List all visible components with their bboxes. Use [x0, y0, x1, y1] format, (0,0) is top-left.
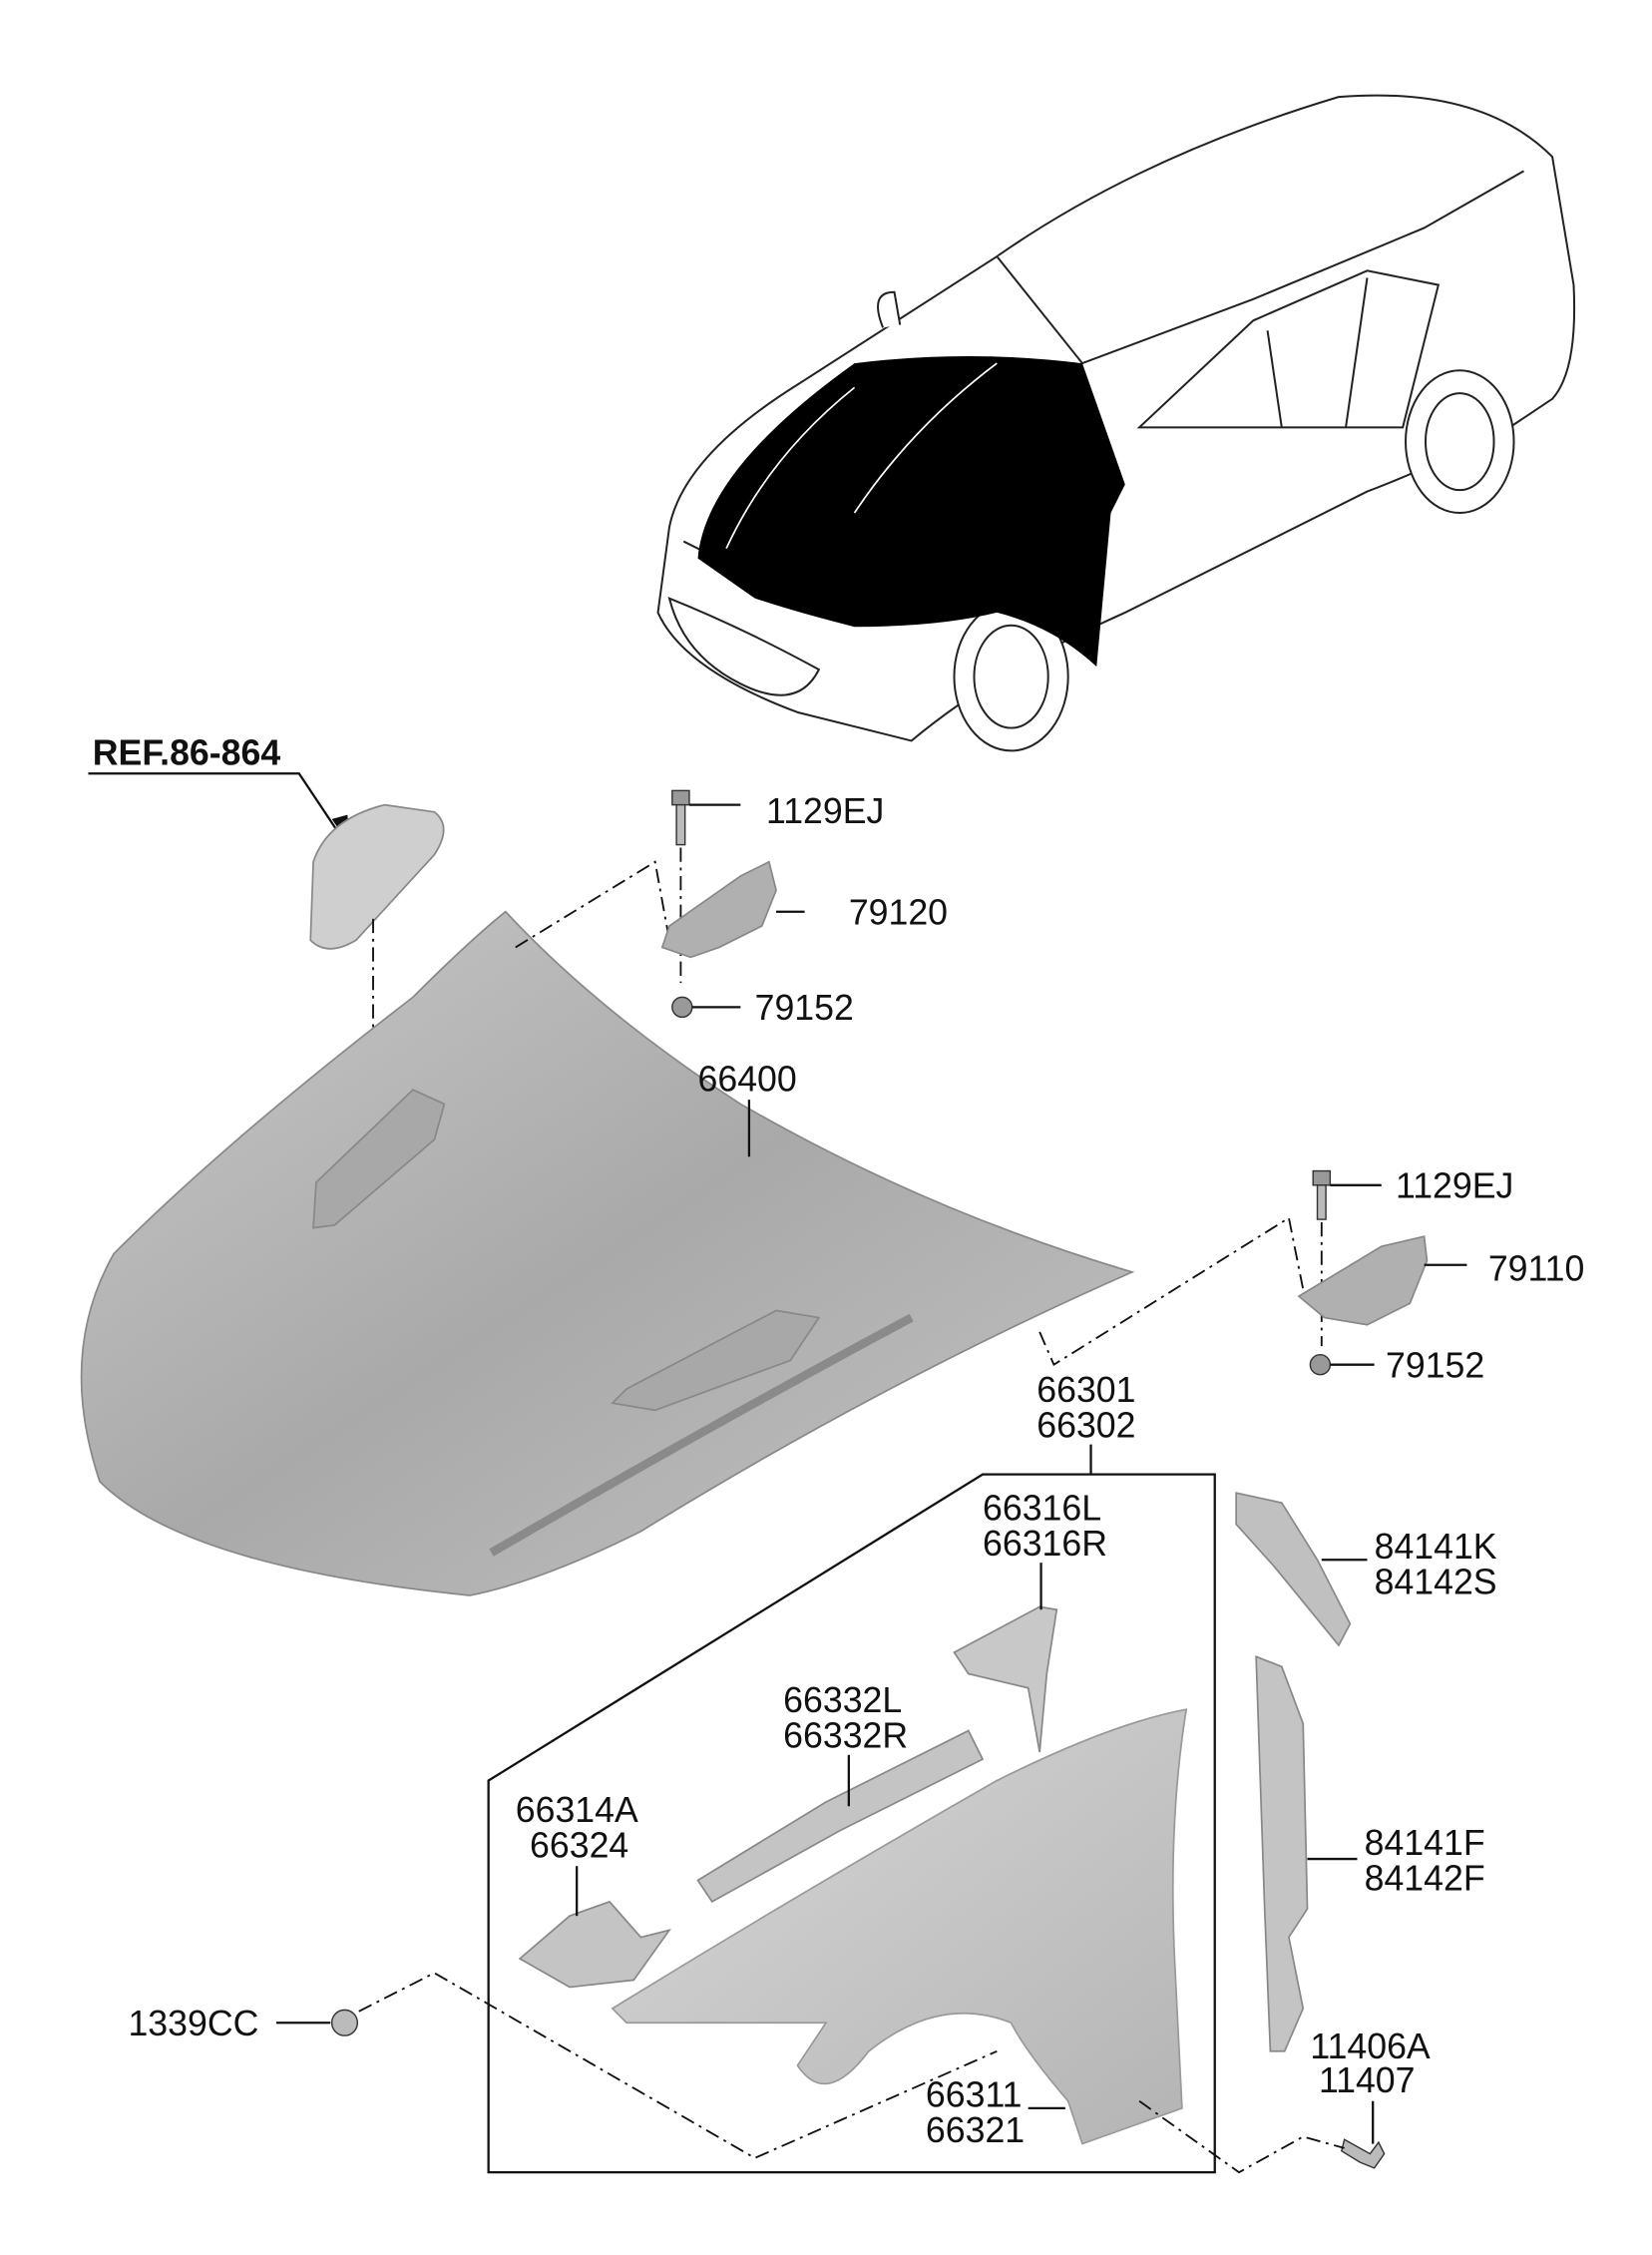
label-84142S[interactable]: 84142S — [1375, 1563, 1497, 1602]
hood-crease-line — [489, 1313, 914, 1557]
hood-bracket-left — [312, 1089, 446, 1229]
rail-66332-part — [696, 1729, 985, 1904]
hinge-right-group — [1297, 1169, 1467, 1376]
label-79120[interactable]: 79120 — [849, 893, 948, 933]
guard-upper-part — [1235, 1492, 1352, 1647]
label-66321[interactable]: 66321 — [926, 2110, 1025, 2150]
bolt-icon — [1340, 2138, 1386, 2169]
label-66316L[interactable]: 66316L — [983, 1488, 1101, 1528]
hinge-left-group — [660, 789, 805, 1019]
fender-assembly-box — [487, 1444, 1216, 2174]
hinge-part — [1297, 1235, 1429, 1326]
label-66400[interactable]: 66400 — [698, 1060, 797, 1100]
label-84142F[interactable]: 84142F — [1365, 1858, 1485, 1898]
label-66314A[interactable]: 66314A — [516, 1790, 638, 1830]
hinge-part — [660, 860, 777, 959]
label-11406A[interactable]: 11406A — [1310, 2027, 1431, 2066]
label-66316R[interactable]: 66316R — [983, 1524, 1107, 1564]
bolt-icon — [1312, 1169, 1332, 1186]
label-79110[interactable]: 79110 — [1488, 1248, 1585, 1288]
guard-lower-part — [1255, 1655, 1309, 2052]
label-11407[interactable]: 11407 — [1319, 2060, 1416, 2100]
nut-icon — [671, 996, 693, 1019]
reference-leader — [88, 772, 343, 839]
label-66324[interactable]: 66324 — [530, 1826, 628, 1866]
label-66332L[interactable]: 66332L — [783, 1680, 902, 1720]
nut-guide-line — [358, 1972, 998, 2159]
hinge-guide-left — [515, 860, 670, 949]
hood-bracket-right — [611, 1309, 821, 1412]
label-84141F[interactable]: 84141F — [1365, 1823, 1485, 1863]
bracket-66314-part — [518, 1900, 672, 1989]
hinge-guide-right — [1038, 1216, 1305, 1367]
label-1339CC[interactable]: 1339CC — [128, 2004, 258, 2043]
label-66332R[interactable]: 66332R — [783, 1716, 908, 1756]
label-84141K[interactable]: 84141K — [1375, 1527, 1497, 1567]
bolt-guide-line — [1138, 2100, 1345, 2174]
fender-part — [611, 1708, 1188, 2145]
label-79152-left[interactable]: 79152 — [755, 988, 854, 1028]
bolt-icon — [671, 789, 690, 806]
release-handle-part — [309, 803, 445, 950]
label-1129EJ-left[interactable]: 1129EJ — [766, 791, 884, 831]
reference-label[interactable]: REF.86-864 — [93, 733, 281, 773]
bracket-66316-part — [953, 1605, 1058, 1753]
label-66301[interactable]: 66301 — [1036, 1370, 1135, 1410]
label-79152-right[interactable]: 79152 — [1386, 1346, 1484, 1386]
label-66302[interactable]: 66302 — [1036, 1406, 1135, 1446]
hood-crease — [725, 362, 998, 550]
hood-panel-part — [80, 910, 1135, 1596]
nut-icon — [1309, 1353, 1332, 1376]
label-1129EJ-right[interactable]: 1129EJ — [1396, 1166, 1513, 1206]
nut-icon — [330, 2009, 359, 2036]
label-66311[interactable]: 66311 — [926, 2074, 1023, 2114]
